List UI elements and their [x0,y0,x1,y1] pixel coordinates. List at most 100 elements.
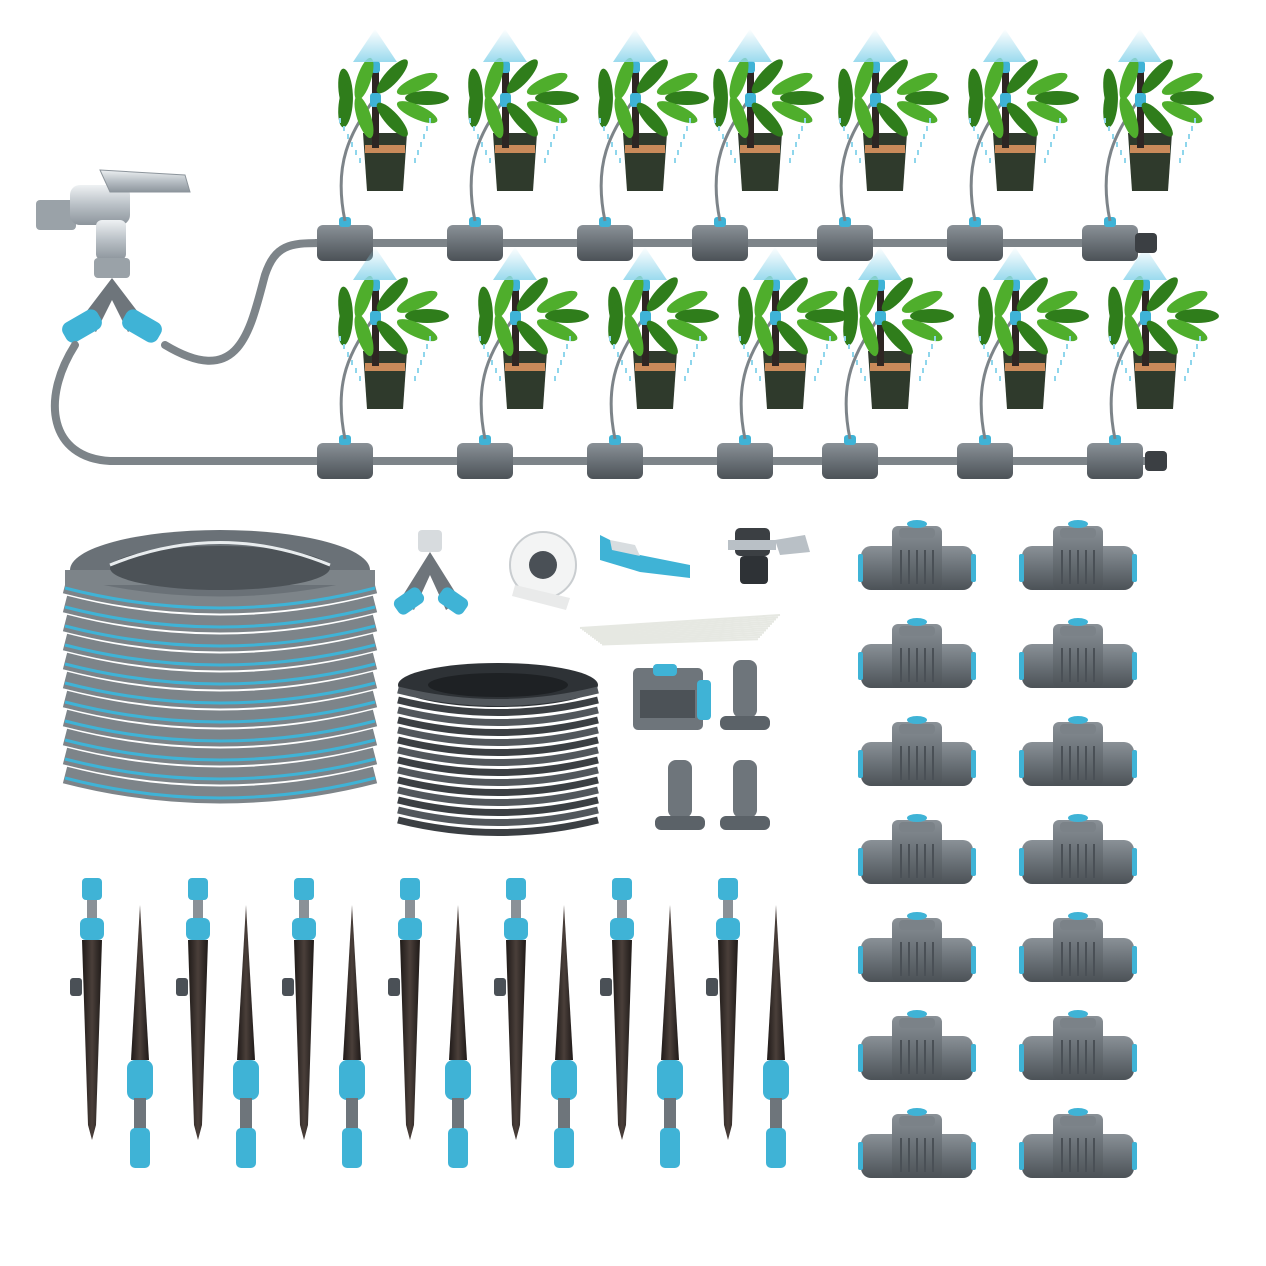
mist-spray [623,247,667,280]
y-splitter-icon [62,258,162,343]
mist-spray [613,29,657,62]
plant-pot [868,351,912,409]
faucet-adapter-icon [728,528,810,584]
end-plug-top [1135,233,1157,253]
tee-fitting [822,443,878,479]
sprinkler-stake-icon [282,878,316,1140]
tee-connector-icon [858,912,976,982]
plant-pot [493,133,537,191]
plant-leaves [608,275,719,357]
tube-holders [655,660,770,830]
mist-spray [353,247,397,280]
mist-spray [853,29,897,62]
plant-leaves [338,57,449,139]
plant-leaves [843,275,954,357]
plant-pot [623,133,667,191]
tee-connector-icon [1019,1108,1137,1178]
plant-leaves [338,275,449,357]
plant-pot [633,351,677,409]
sprinkler-stake-icon [494,878,528,1140]
hose-coil-large [62,530,378,804]
sprinkler-stakes [70,878,789,1168]
plant-leaves [598,57,709,139]
plant-leaves [1103,57,1214,139]
tee-connector-icon [1019,1010,1137,1080]
mist-spray [858,247,902,280]
sprinkler-stake-icon [551,905,577,1168]
plant-unit [957,247,1089,479]
teflon-tape-icon [509,531,577,610]
sprinkler-stake-icon [388,878,422,1140]
plant-unit [457,247,589,479]
plant-leaves [1108,275,1219,357]
plant-unit [1082,29,1214,261]
plant-unit [447,29,579,261]
tee-connector-icon [858,520,976,590]
plant-pot [1128,133,1172,191]
plant-unit [947,29,1079,261]
sprinkler-stake-icon [600,878,634,1140]
tee-connector-icon [858,1108,976,1178]
cable-ties-icon [579,614,781,646]
y-splitter-icon [393,530,469,615]
tee-connector-icon [858,814,976,884]
sprinkler-stake-icon [706,878,740,1140]
tee-fitting [317,225,373,261]
sprinkler-stake-icon [445,905,471,1168]
tee-connectors [858,520,1137,1178]
plant-pot [363,351,407,409]
plant-leaves [968,57,1079,139]
tee-fitting [717,443,773,479]
plant-pot [503,351,547,409]
plant-leaves [838,57,949,139]
tube-cutter-icon [600,535,690,578]
plant-leaves [978,275,1089,357]
tee-connector-icon [1019,814,1137,884]
plant-unit [1087,247,1219,479]
plant-unit [317,29,449,261]
plant-leaves [468,57,579,139]
mist-spray [993,247,1037,280]
sprinkler-stake-icon [339,905,365,1168]
plant-unit [317,247,449,479]
plant-unit [587,247,719,479]
plant-leaves [738,275,849,357]
supply-hose-upper [161,239,324,365]
tee-fitting [317,443,373,479]
tee-connector-icon [1019,520,1137,590]
tee-fitting [457,443,513,479]
plant-leaves [713,57,824,139]
sprinkler-stake-icon [657,905,683,1168]
tube-holder-icon [720,760,770,830]
mist-spray [353,29,397,62]
plant-unit [817,29,949,261]
plant-unit [577,29,709,261]
plant-rows [317,29,1219,479]
sprinkler-stake-icon [176,878,210,1140]
mist-spray [753,247,797,280]
mist-spray [983,29,1027,62]
mist-spray [483,29,527,62]
sprinkler-stake-icon [70,878,104,1140]
tube-holder-icon [655,760,705,830]
mist-spray [1118,29,1162,62]
tee-fitting [817,225,873,261]
plant-unit [717,247,849,479]
tube-holder-icon [720,660,770,730]
faucet [36,169,191,260]
tee-fitting [577,225,633,261]
tee-fitting [587,443,643,479]
mist-spray [728,29,772,62]
sprinkler-stake-icon [763,905,789,1168]
plant-pot [738,133,782,191]
tee-fitting [1087,443,1143,479]
tubing-coil-small [397,663,599,836]
tee-fitting [957,443,1013,479]
plant-pot [1133,351,1177,409]
tee-connector-icon [1019,618,1137,688]
tee-connector-icon [1019,912,1137,982]
plant-pot [763,351,807,409]
end-plug-icon [633,664,711,730]
plant-pot [993,133,1037,191]
